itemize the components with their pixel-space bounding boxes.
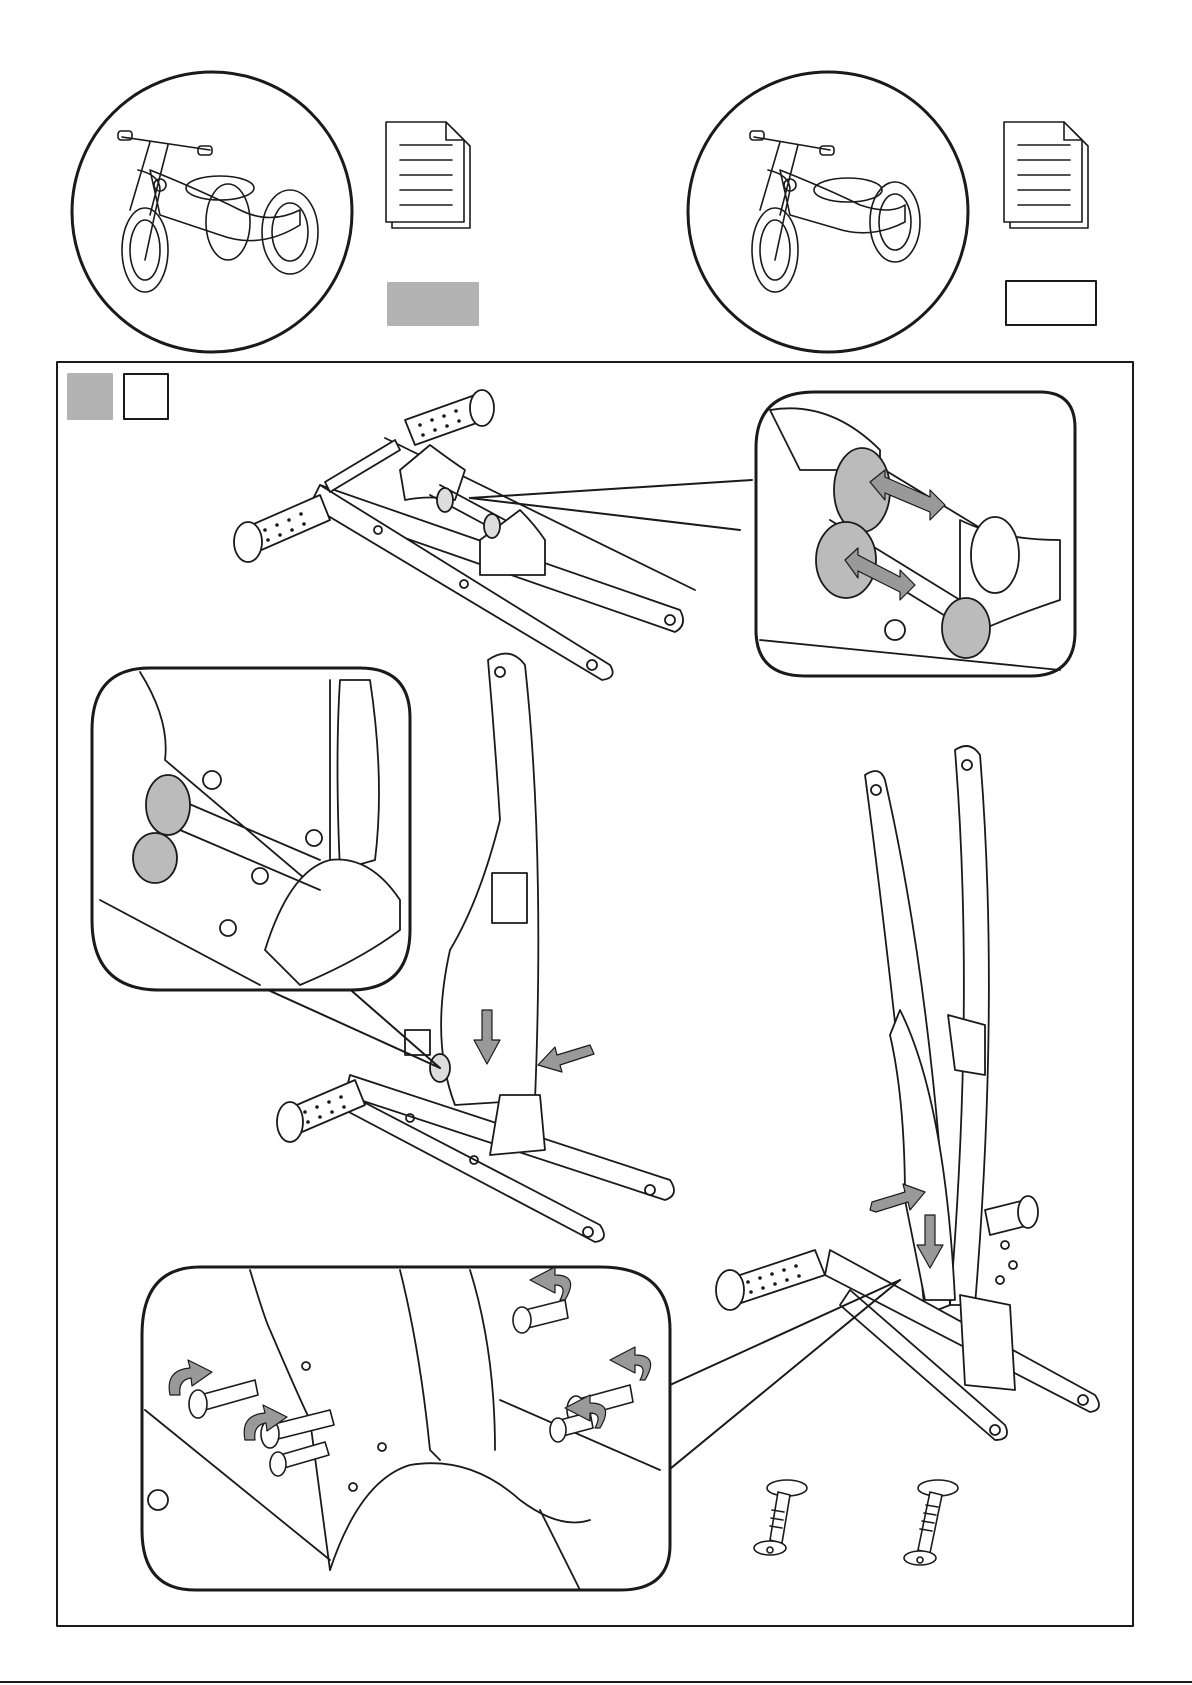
variant-two-wheel: [688, 72, 1096, 352]
document-stack-icon: [386, 122, 470, 228]
handle-grip-right: [405, 390, 494, 445]
balance-bike-three-wheel-illustration: [118, 131, 318, 292]
bolt-icon: [904, 1480, 958, 1565]
balance-bike-two-wheel-illustration: [750, 131, 920, 292]
variant-three-wheel-indicator: [388, 283, 478, 325]
bolt-set: [754, 1480, 958, 1565]
variant-two-wheel-indicator: [1006, 281, 1096, 325]
frame-upright-assembly: [620, 746, 1099, 1510]
axle-spacer-detail-inset: [756, 392, 1075, 676]
screw-tightening-detail-inset: [142, 1267, 670, 1590]
variant-two-wheel-circle: [688, 72, 968, 352]
step-marker-empty: [124, 374, 168, 419]
bolt-icon: [754, 1480, 807, 1555]
fork-mount-detail-inset: [92, 668, 410, 990]
step-marker-filled: [68, 374, 112, 419]
handlebar-axle-assembly: [234, 390, 752, 680]
variant-three-wheel: [72, 72, 478, 352]
handle-grip-left: [234, 495, 330, 562]
document-stack-icon: [1004, 122, 1088, 228]
variant-three-wheel-circle: [72, 72, 352, 352]
